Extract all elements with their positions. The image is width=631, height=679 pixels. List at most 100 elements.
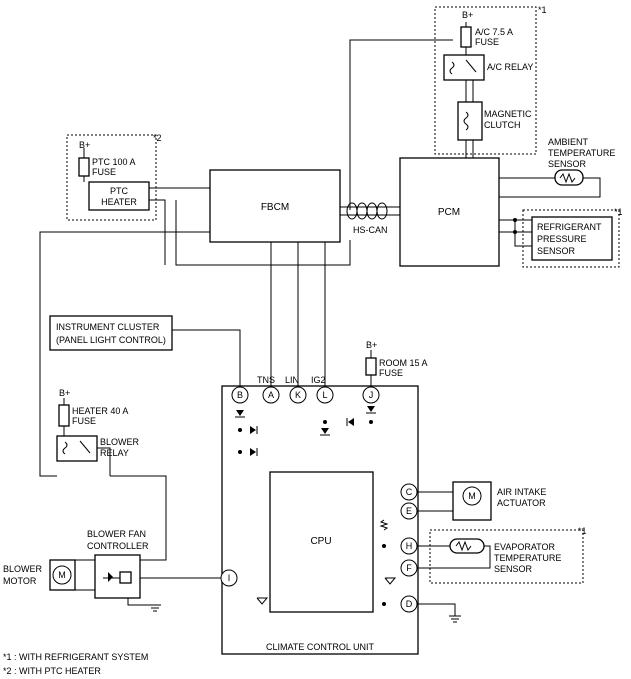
blower-relay-switch-icon xyxy=(79,440,91,454)
terminal-i-label: I xyxy=(228,573,231,583)
evaporator-option-region xyxy=(429,529,584,584)
magnetic-clutch-box xyxy=(457,101,483,141)
blower-relay-label-1: BLOWER xyxy=(100,437,140,447)
pullup-resistor-icon xyxy=(379,519,389,531)
controller-ic-icon xyxy=(119,571,132,584)
hs-can-label: HS-CAN xyxy=(353,225,388,235)
ground-icons xyxy=(149,157,476,623)
blower-motor-symbol: M xyxy=(58,570,66,580)
blower-controller-label-1: BLOWER FAN xyxy=(87,529,146,539)
ptc-bplus: B+ xyxy=(79,140,90,150)
ptc-fuse-label-2: FUSE xyxy=(92,167,116,177)
magnetic-clutch-label-2: CLUTCH xyxy=(484,120,521,130)
blower-controller-label-2: CONTROLLER xyxy=(87,541,149,551)
heater-bplus: B+ xyxy=(59,388,70,398)
refrigerant-option-region xyxy=(522,209,620,268)
star1-ac: *1 xyxy=(538,5,547,15)
diode-icons xyxy=(235,406,376,456)
evaporator-thermistor-zigzag xyxy=(455,540,472,552)
heater-fuse-label-1: HEATER 40 A xyxy=(72,406,128,416)
ambient-label-3: SENSOR xyxy=(548,159,587,169)
ac-fuse-symbol xyxy=(460,26,472,48)
terminal-e-label: E xyxy=(406,506,412,516)
terminal-e: E xyxy=(400,502,418,520)
star1-refrigerant: *1 xyxy=(614,207,623,217)
ac-fuse-label-1: A/C 7.5 A xyxy=(475,27,513,37)
instrument-cluster-label-1: INSTRUMENT CLUSTER xyxy=(56,322,160,332)
refrigerant-label-2: PRESSURE xyxy=(537,234,587,244)
refrigerant-label-3: SENSOR xyxy=(537,246,576,256)
ptc-fuse-label-1: PTC 100 A xyxy=(92,157,136,167)
air-intake-label-1: AIR INTAKE xyxy=(497,487,546,497)
evaporator-label-2: TEMPERATURE xyxy=(494,553,561,563)
terminal-f-label: F xyxy=(406,563,412,573)
climate-unit-label: CLIMATE CONTROL UNIT xyxy=(266,642,375,652)
ambient-thermistor-icon xyxy=(554,169,584,186)
star1-evaporator: *1 xyxy=(578,526,587,536)
room-fuse-label-1: ROOM 15 A xyxy=(379,358,428,368)
blower-relay-coil-icon xyxy=(62,441,68,455)
room-bplus: B+ xyxy=(366,340,377,350)
ptc-option-region xyxy=(66,134,157,221)
footnote-2: *2 : WITH PTC HEATER xyxy=(3,666,101,676)
evaporator-label-3: SENSOR xyxy=(494,564,533,574)
blower-relay-label-2: RELAY xyxy=(100,448,129,458)
terminal-b: B xyxy=(231,386,249,404)
terminal-a-label: A xyxy=(268,390,274,400)
ambient-label-1: AMBIENT xyxy=(548,137,589,147)
refrigerant-sensor-box xyxy=(531,216,613,261)
terminal-h-label: H xyxy=(406,541,413,551)
blower-motor-label-2: MOTOR xyxy=(3,576,37,586)
terminal-j: J xyxy=(362,386,380,404)
terminal-c-label: C xyxy=(406,487,413,497)
terminal-l: L xyxy=(316,386,334,404)
terminal-h: H xyxy=(400,537,418,555)
room-fuse-label-2: FUSE xyxy=(379,368,403,378)
ac-relay-box xyxy=(443,54,485,81)
evaporator-label-1: EVAPORATOR xyxy=(494,542,556,552)
ptc-fuse-symbol xyxy=(78,157,90,177)
terminal-a: A xyxy=(262,386,280,404)
ac-bplus: B+ xyxy=(462,10,473,20)
heater-fuse-symbol xyxy=(58,404,70,427)
ac-relay-coil-icon xyxy=(449,61,455,75)
terminal-f: F xyxy=(400,559,418,577)
air-intake-label-2: ACTUATOR xyxy=(497,498,546,508)
footnote-1: *1 : WITH REFRIGERANT SYSTEM xyxy=(3,652,148,662)
ptc-heater-box xyxy=(88,181,150,211)
magnetic-clutch-label-1: MAGNETIC xyxy=(484,109,532,119)
actuator-motor-symbol: M xyxy=(468,491,476,501)
pcm-label: PCM xyxy=(438,207,460,218)
instrument-cluster-label-2: (PANEL LIGHT CONTROL) xyxy=(56,335,166,345)
ig2-label: IG2 xyxy=(311,375,326,385)
ptc-heater-label-1: PTC xyxy=(110,186,129,196)
ptc-heater-label-2: HEATER xyxy=(101,197,137,207)
fbcm-box xyxy=(209,169,341,243)
refrigerant-label-1: REFRIGERANT xyxy=(537,222,602,232)
blower-motor-icon xyxy=(52,565,72,585)
clutch-coil-icon xyxy=(463,111,469,131)
terminal-i: I xyxy=(220,569,238,587)
pcm-box xyxy=(399,157,500,267)
cpu-label: CPU xyxy=(310,536,331,547)
controller-transistor-icon xyxy=(108,572,113,582)
hs-can-coil xyxy=(346,202,388,220)
terminal-k: K xyxy=(289,386,307,404)
cpu-box xyxy=(269,471,374,613)
ambient-thermistor-zigzag xyxy=(559,172,576,184)
terminal-d: D xyxy=(400,595,418,613)
fbcm-label: FBCM xyxy=(261,202,289,213)
blower-controller-box xyxy=(94,554,141,599)
terminal-j-label: J xyxy=(369,390,374,400)
ac-relay-label: A/C RELAY xyxy=(487,62,533,72)
terminal-k-label: K xyxy=(295,390,301,400)
terminal-b-label: B xyxy=(237,390,243,400)
heater-fuse-label-2: FUSE xyxy=(72,416,96,426)
terminal-l-label: L xyxy=(322,390,327,400)
blower-motor-label-1: BLOWER xyxy=(3,564,43,574)
terminal-d-label: D xyxy=(406,599,413,609)
blower-relay-box xyxy=(56,435,98,462)
ambient-label-2: TEMPERATURE xyxy=(548,148,615,158)
instrument-cluster-box xyxy=(49,315,173,351)
